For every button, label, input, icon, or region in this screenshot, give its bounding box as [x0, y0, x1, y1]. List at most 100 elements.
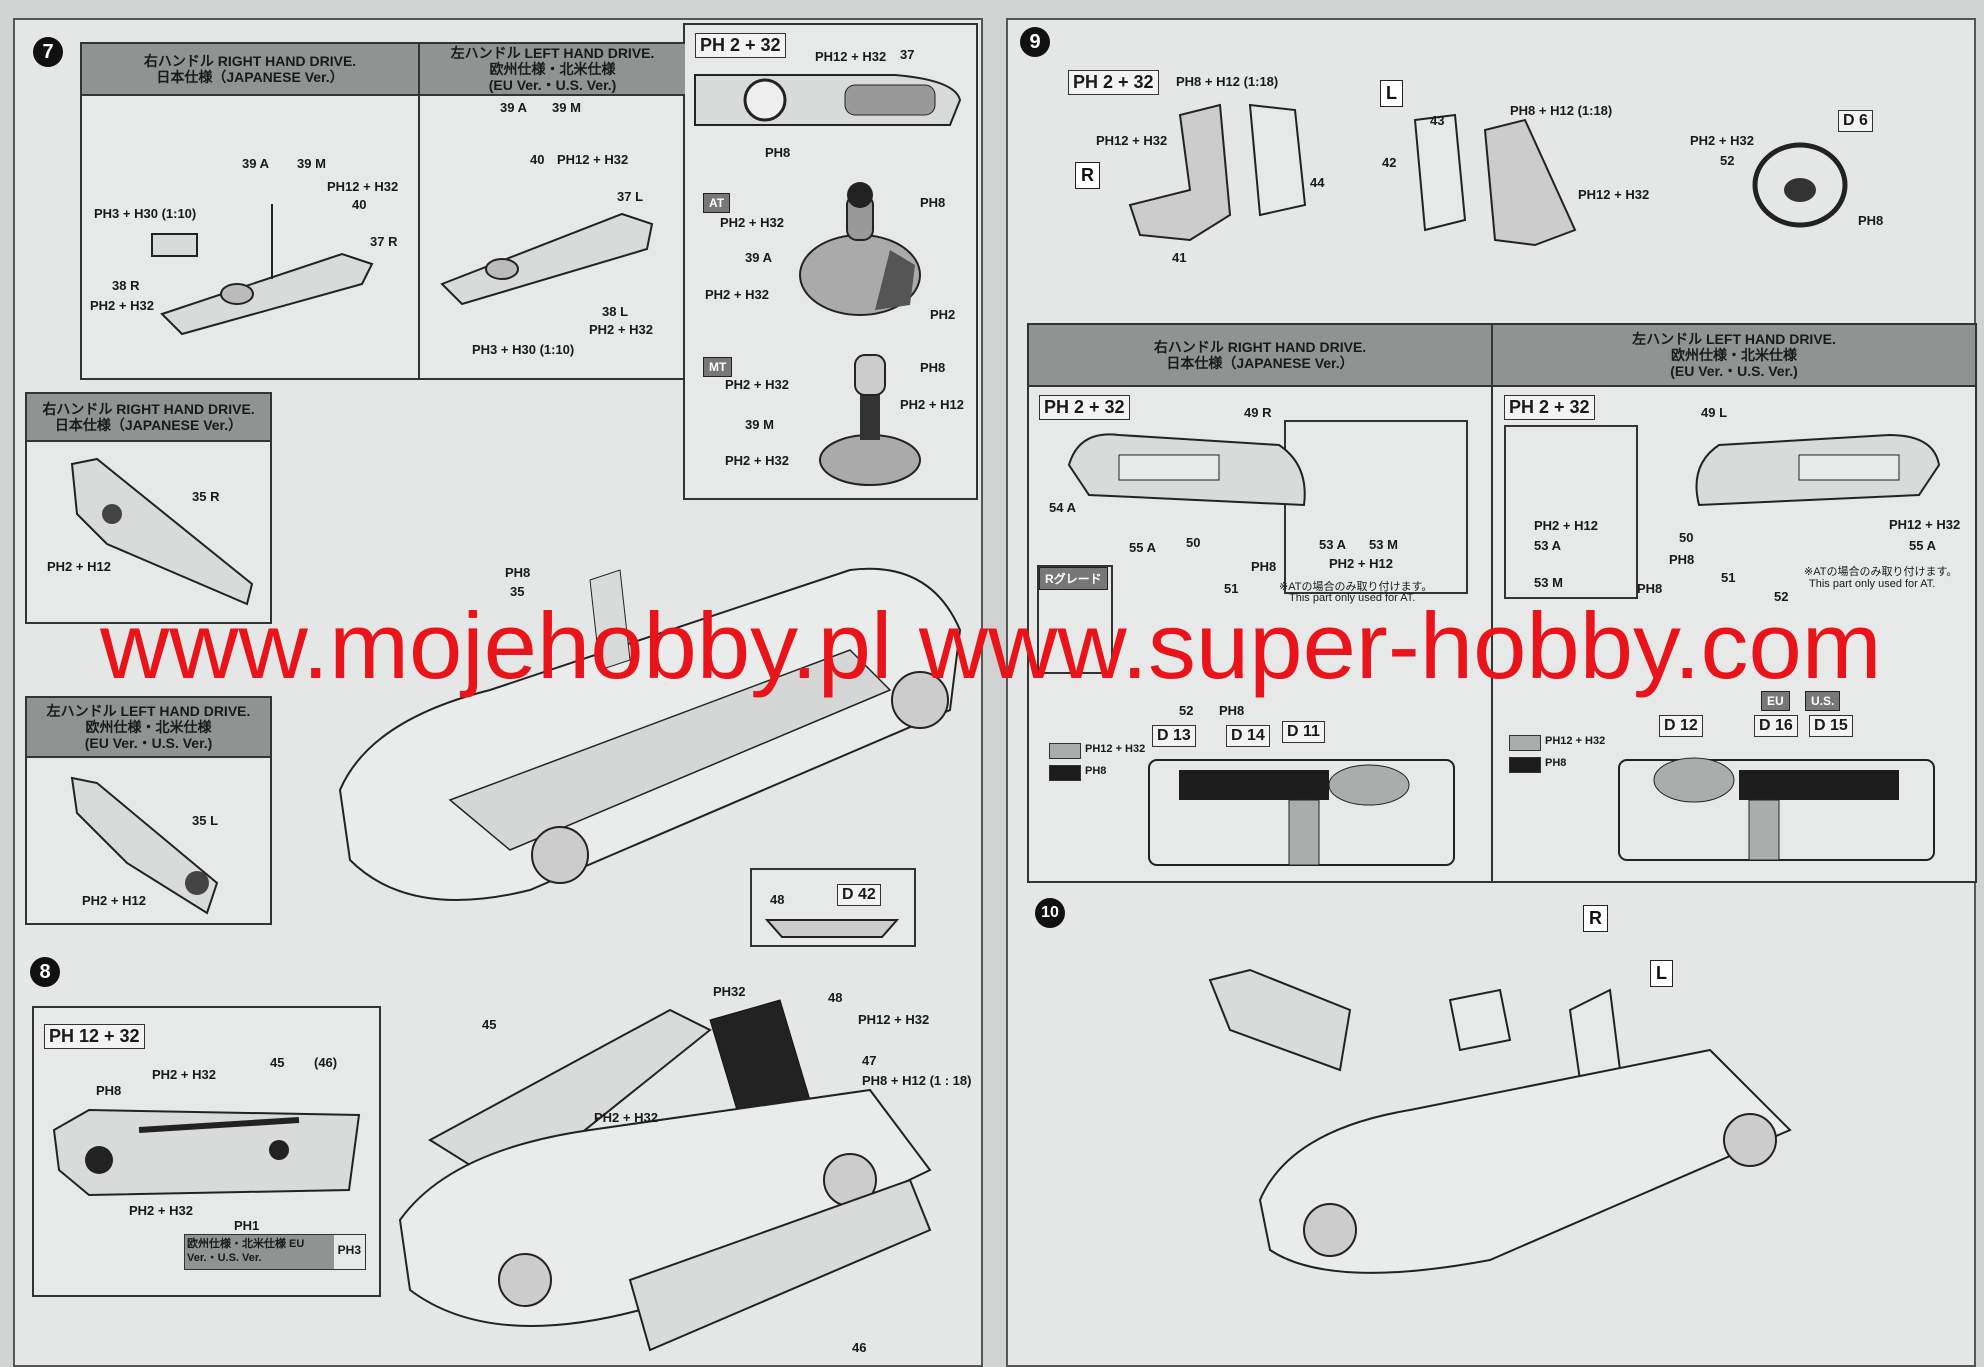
- lhd-dash-drawing: [1695, 433, 1941, 507]
- part-label: PH8: [920, 195, 946, 210]
- decal-label: D 42: [837, 884, 881, 906]
- part-label: PH8: [1219, 703, 1245, 718]
- part-label: 37: [900, 47, 915, 62]
- part-label: PH2 + H12: [1534, 518, 1598, 533]
- legend-label: PH12 + H32: [1545, 735, 1606, 747]
- decal-label: D 13: [1152, 725, 1196, 747]
- eu-tag: EU: [1761, 691, 1790, 711]
- header-line: 左ハンドル LEFT HAND DRIVE.: [46, 703, 251, 719]
- eu-us-note: 欧州仕様・北米仕様 EU Ver.・U.S. Ver. PH3: [184, 1234, 366, 1270]
- paint-code: PH 12 + 32: [44, 1024, 145, 1049]
- part-label: 39 M: [297, 156, 326, 171]
- part-label: 38 L: [602, 304, 629, 319]
- part-label: PH8: [765, 145, 791, 160]
- legend-label: PH12 + H32: [1085, 743, 1146, 755]
- header-line: (EU Ver.・U.S. Ver.): [1670, 363, 1798, 379]
- part-label: PH8: [1251, 559, 1277, 574]
- rhd-small-header: 右ハンドル RIGHT HAND DRIVE. 日本仕様（JAPANESE Ve…: [27, 394, 270, 442]
- part-label: PH3 + H30 (1:10): [94, 206, 197, 221]
- part-label: 53 M: [1369, 537, 1398, 552]
- steering-wheel-drawing: [1752, 142, 1848, 228]
- rhd-dash-decal-drawing: [1148, 759, 1455, 866]
- part-label: 45: [482, 1017, 497, 1032]
- seat-r-drawing: [1128, 103, 1307, 242]
- part-label: PH2 + H32: [720, 215, 784, 230]
- part-label: PH12 + H32: [557, 152, 629, 167]
- part-label: PH8: [920, 360, 946, 375]
- part-label: 48: [770, 892, 785, 907]
- part-label: 38 R: [112, 278, 140, 293]
- part-label: PH2 + H32: [90, 298, 154, 313]
- part-label: 53 M: [1534, 575, 1563, 590]
- part-label: PH12 + H32: [1578, 187, 1650, 202]
- rhd-header: 右ハンドル RIGHT HAND DRIVE. 日本仕様（JAPANESE Ve…: [82, 44, 420, 96]
- part-label: 35 L: [192, 813, 219, 828]
- part-label: 50: [1186, 535, 1201, 550]
- paint-code: PH 2 + 32: [1504, 395, 1595, 420]
- color-swatch-dark: [1049, 765, 1081, 781]
- part-label: PH8 + H12 (1:18): [1510, 103, 1613, 118]
- lhd-console-drawing: [440, 212, 654, 306]
- legend-label: PH8: [1545, 757, 1567, 769]
- part-label: PH12 + H32: [327, 179, 399, 194]
- seat-l-drawing: [1413, 113, 1577, 247]
- decal-label: D 6: [1838, 110, 1873, 132]
- part-label: 45: [270, 1055, 285, 1070]
- header-line: 欧州仕様・北米仕様: [1671, 347, 1797, 363]
- lhd-header-line3: (EU Ver.・U.S. Ver.): [488, 77, 617, 93]
- lhd-detail-box: [1504, 425, 1638, 599]
- part-label: 46: [852, 1340, 867, 1355]
- paint-code: PH 2 + 32: [1039, 395, 1130, 420]
- part-label: PH2 + H32: [725, 453, 789, 468]
- seat-l-tag: L: [1380, 80, 1403, 107]
- part-label: 41: [1172, 250, 1187, 265]
- part-label: 51: [1721, 570, 1736, 585]
- part-label: 42: [1382, 155, 1397, 170]
- mt-shifter-drawing: [819, 354, 921, 486]
- divider: [418, 94, 420, 378]
- part-label: PH2 + H32: [129, 1203, 193, 1218]
- part-label: 49 R: [1244, 405, 1272, 420]
- part-label: 39 A: [500, 100, 527, 115]
- part-label: 43: [1430, 113, 1445, 128]
- paint-code: PH 2 + 32: [695, 33, 786, 58]
- part-label: 48: [828, 990, 843, 1005]
- step-7-number: 7: [33, 37, 63, 67]
- part-label: 44: [1310, 175, 1325, 190]
- part-label: 35: [510, 584, 525, 599]
- part-label: 40: [352, 197, 367, 212]
- part-label: 53 A: [1319, 537, 1346, 552]
- part-label: PH12 + H32: [1096, 133, 1168, 148]
- watermark: www.mojehobby.pl www.super-hobby.com: [100, 593, 1882, 698]
- part-label: PH2 + H12: [47, 559, 111, 574]
- part-label: PH8 + H12 (1:18): [1176, 74, 1279, 89]
- eu-note-text: 欧州仕様・北米仕様 EU Ver.・U.S. Ver.: [185, 1235, 334, 1269]
- part-label: 39 A: [242, 156, 269, 171]
- rhd-detail-box: [1284, 420, 1468, 594]
- part-label: 39 M: [552, 100, 581, 115]
- decal-label: D 16: [1754, 715, 1798, 737]
- header-line: (EU Ver.・U.S. Ver.): [84, 735, 213, 751]
- color-swatch-dark: [1509, 757, 1541, 773]
- lhd-header-line2: 欧州仕様・北米仕様: [489, 61, 616, 77]
- decal-label: D 12: [1659, 715, 1703, 737]
- at-note-en: This part only used for AT.: [1809, 578, 1936, 590]
- header-line: 日本仕様（JAPANESE Ver.）: [1166, 355, 1354, 371]
- color-swatch-light: [1049, 743, 1081, 759]
- header-line: 欧州仕様・北米仕様: [85, 719, 212, 735]
- part-label: PH2 + H12: [1329, 556, 1393, 571]
- decal-label: D 14: [1226, 725, 1270, 747]
- chassis-drawing-step7: [338, 567, 962, 901]
- part-label: PH8: [1858, 213, 1884, 228]
- part-label: 35 R: [192, 489, 220, 504]
- part-label: PH2 + H12: [900, 397, 964, 412]
- rhd-dash-drawing: [1067, 433, 1306, 507]
- divider: [1491, 385, 1493, 881]
- part-label: PH2 + H32: [152, 1067, 216, 1082]
- part-label: PH2 + H12: [82, 893, 146, 908]
- dash-frame-drawing: [70, 457, 254, 606]
- chassis-drawing-step8: [398, 999, 932, 1352]
- lhd-header: 左ハンドル LEFT HAND DRIVE. 欧州仕様・北米仕様 (EU Ver…: [420, 44, 685, 96]
- part-label: PH2 + H32: [725, 377, 789, 392]
- step-10-number: 10: [1035, 898, 1065, 928]
